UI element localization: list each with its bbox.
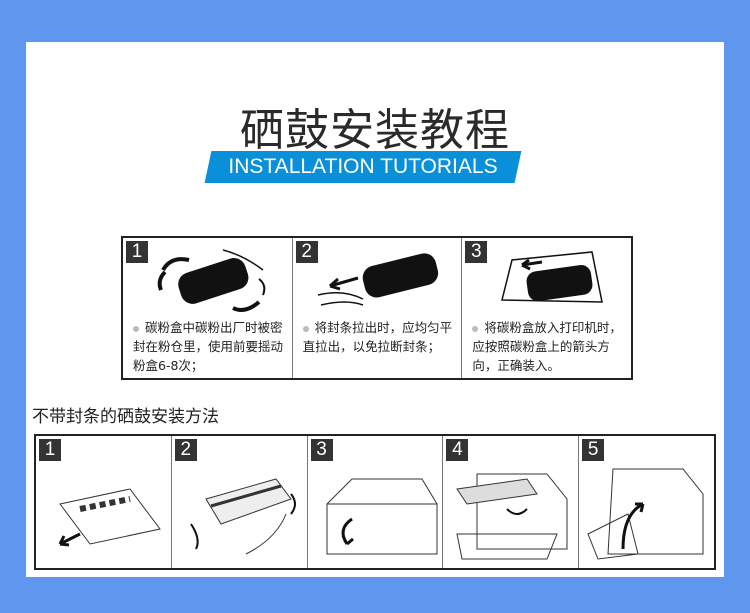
sealed-step-1: 1 碳粉盒中碳粉出厂时被密封在粉仓里，使用前要摇动粉盒6-8次； xyxy=(123,238,293,378)
bullet-icon xyxy=(472,325,479,332)
unsealed-step-5: 5 xyxy=(579,436,714,568)
step-number: 3 xyxy=(465,241,488,263)
step-number: 1 xyxy=(39,439,61,461)
unsealed-step-2: 2 xyxy=(172,436,308,568)
step-description: 将封条拉出时，应均匀平直拉出，以免拉断封条； xyxy=(302,320,453,354)
step-number: 2 xyxy=(295,241,318,263)
subtitle-text: INSTALLATION TUTORIALS xyxy=(228,155,498,178)
step-description: 将碳粉盒放入打印机时，应按照碳粉盒上的箭头方向，正确装入。 xyxy=(472,320,622,373)
unpack-cartridge-illustration xyxy=(58,488,161,547)
unsealed-step-4: 4 xyxy=(443,436,580,568)
unsealed-steps-box: 1 2 3 4 5 xyxy=(34,434,716,570)
sealed-step-2: 2 将封条拉出时，应均匀平直拉出，以免拉断封条； xyxy=(293,238,463,378)
unsealed-step-1: 1 xyxy=(36,436,172,568)
sealed-steps-box: 1 碳粉盒中碳粉出厂时被密封在粉仓里，使用前要摇动粉盒6-8次； 2 将封条拉出… xyxy=(121,236,633,380)
bullet-icon xyxy=(302,325,309,332)
unsealed-section-title: 不带封条的硒鼓安装方法 xyxy=(32,407,219,427)
step-number: 2 xyxy=(174,439,197,461)
bullet-icon xyxy=(133,325,139,332)
step-number: 1 xyxy=(126,241,148,263)
insert-cartridge-illustration xyxy=(501,251,604,303)
step-number: 3 xyxy=(310,439,333,461)
page-title: 硒鼓安装教程 xyxy=(240,105,510,156)
shake-cartridge-illustration xyxy=(157,249,266,312)
insert-drum-illustration xyxy=(456,473,568,560)
close-printer-illustration xyxy=(587,468,704,560)
unsealed-step-3: 3 xyxy=(308,436,444,568)
step-number: 5 xyxy=(582,439,605,461)
shake-drum-illustration xyxy=(189,478,296,555)
step-number: 4 xyxy=(446,439,469,461)
pull-seal-illustration xyxy=(317,253,438,306)
step-description: 碳粉盒中碳粉出厂时被密封在粉仓里，使用前要摇动粉盒6-8次； xyxy=(133,320,284,373)
sealed-step-3: 3 将碳粉盒放入打印机时，应按照碳粉盒上的箭头方向，正确装入。 xyxy=(462,238,631,378)
open-printer-illustration xyxy=(326,478,438,555)
